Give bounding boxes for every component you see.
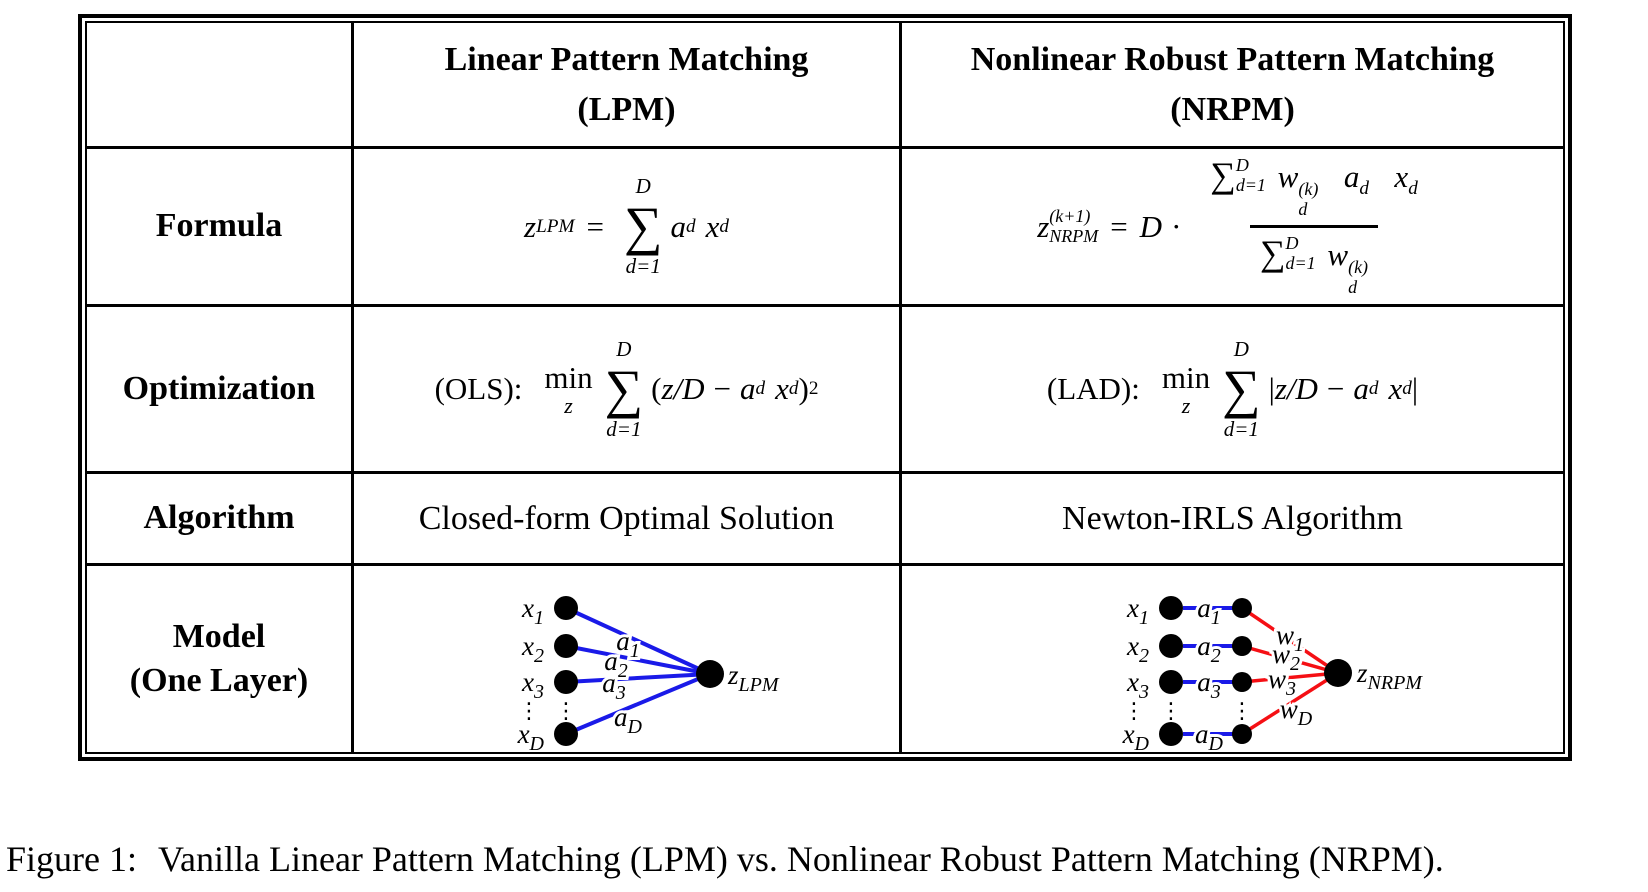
caption-label: Figure 1: [6,839,137,879]
table-grid: Linear Pattern Matching (LPM) Nonlinear … [87,23,1563,752]
lpm-nodes [554,596,724,746]
algorithm-lpm-cell: Closed-form Optimal Solution [354,474,902,566]
lpm-output-label: zLPM [727,660,780,696]
lpm-model-diagram: x1 x2 x3 xD ⋮ ⋮ a1 a2 a3 aD zLPM [517,593,780,750]
row-label-algorithm: Algorithm [87,474,354,566]
lpm-edge-label: aD [614,702,643,738]
nrpm-red-edge-label: w1 [1275,620,1303,656]
nrpm-input-label: xD [1121,719,1149,750]
big-sum: D ∑ d=1 [1222,336,1261,441]
lpm-input-label: x3 [521,667,544,703]
vdots: ⋮ [555,699,577,724]
lpm-edge-label: a1 [616,626,640,662]
nrpm-blue-edge-label: aD [1195,719,1224,750]
vdots: ⋮ [1160,699,1182,724]
row-label-model: Model (One Layer) [87,566,354,752]
algorithm-lpm-text: Closed-form Optimal Solution [418,499,835,537]
vdots: ⋮ [518,699,540,724]
header-nrpm-line1: Nonlinear Robust Pattern Matching [970,41,1495,79]
big-sum: D ∑ d=1 [604,336,644,441]
nrpm-blue-edges [1182,606,1236,736]
algorithm-nrpm-cell: Newton-IRLS Algorithm [902,474,1563,566]
header-nrpm-line2: (NRPM) [1170,90,1295,128]
big-sum: D ∑ d=1 [624,174,663,278]
lpm-input-label: xD [517,719,545,750]
nrpm-blue-edge-label: a2 [1197,631,1221,667]
nrpm-model-diagram: x1 x2 x3 xD ⋮ ⋮ ⋮ a1 a2 a3 aD w1 w2 w3 [1121,590,1423,750]
nrpm-blue-edge-label: a3 [1197,667,1221,703]
nrpm-output-label: zNRPM [1356,658,1423,694]
header-lpm: Linear Pattern Matching (LPM) [354,23,902,149]
lpm-input-label: x2 [521,631,544,667]
table-inner-frame: Linear Pattern Matching (LPM) Nonlinear … [85,21,1565,754]
row-label-formula: Formula [87,149,354,307]
header-nrpm: Nonlinear Robust Pattern Matching (NRPM) [902,23,1563,149]
lpm-edge-label: a2 [604,646,628,682]
nrpm-input-label: x2 [1126,631,1149,667]
vdots: ⋮ [1123,699,1145,724]
caption-text: Vanilla Linear Pattern Matching (LPM) vs… [158,839,1444,879]
row-label-optimization: Optimization [87,307,354,474]
nrpm-red-edge-label: w2 [1271,639,1299,675]
header-lpm-line1: Linear Pattern Matching [444,41,809,79]
nrpm-input-label: x1 [1126,593,1149,629]
comparison-table: Linear Pattern Matching (LPM) Nonlinear … [78,14,1572,761]
nrpm-input-label: x3 [1126,667,1149,703]
figure-caption: Figure 1: Vanilla Linear Pattern Matching… [6,838,1444,880]
header-empty-cell [87,23,354,149]
nrpm-red-edge-label: wD [1279,694,1312,730]
lpm-edge-label: a3 [602,668,626,704]
algorithm-nrpm-text: Newton-IRLS Algorithm [1062,499,1403,537]
model-lpm-cell: x1 x2 x3 xD ⋮ ⋮ a1 a2 a3 aD zLPM [354,566,902,752]
lpm-edges [565,606,711,736]
lpm-input-label: x1 [521,593,544,629]
nrpm-red-edge-label: w3 [1267,664,1295,700]
nrpm-red-edges [1240,606,1339,736]
header-lpm-line2: (LPM) [577,90,676,128]
nrpm-blue-edge-label: a1 [1197,593,1221,629]
model-nrpm-cell: x1 x2 x3 xD ⋮ ⋮ ⋮ a1 a2 a3 aD w1 w2 w3 [902,566,1563,752]
vdots: ⋮ [1231,699,1253,724]
nrpm-nodes [1158,596,1352,746]
